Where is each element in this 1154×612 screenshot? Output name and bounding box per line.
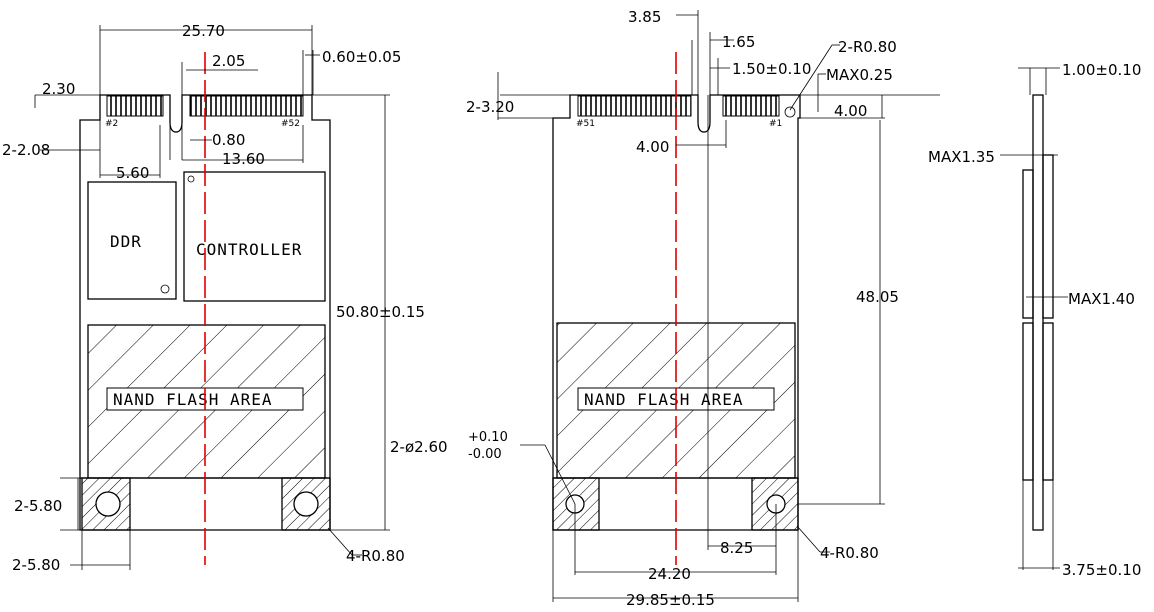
front-view: #2 #52 DDR CONTROLLER NAND FLASH AREA 25… [2,22,425,574]
dim-2-5-80-vert: 2-5.80 [14,497,62,515]
controller-marker [187,175,195,183]
dim-hole-tol-plus: +0.10 [468,430,508,445]
controller-label: CONTROLLER [196,240,302,259]
side-component-lower-r [1042,322,1054,481]
dim-2-05: 2.05 [212,52,245,70]
dim-2-3-20: 2-3.20 [466,98,514,116]
ddr-chip [87,181,177,300]
dim-max1-35: MAX1.35 [928,148,995,166]
front-pins-right [189,95,304,117]
dim-13-60: 13.60 [222,150,265,168]
back-view: #51 #1 NAND FLASH AREA 3.85 1.65 2-R0.80… [390,8,940,609]
back-pins-left [577,95,692,117]
dim-hole-tol-minus: -0.00 [468,447,502,462]
back-nand-label: NAND FLASH AREA [584,390,744,409]
dim-2-r0-80-top: 2-R0.80 [838,38,897,56]
dim-4-r0-80-front: 4-R0.80 [346,547,405,565]
dim-2-2-08: 2-2.08 [2,141,50,159]
dim-48-05: 48.05 [856,288,899,306]
back-pin-right-label: #1 [769,119,782,129]
back-pins-right [722,95,780,117]
dim-0-60: 0.60±0.05 [322,48,401,66]
dim-max0-25: MAX0.25 [826,66,893,84]
dim-25-70: 25.70 [182,22,225,40]
dim-hole-main: 2-ø2.60 [390,438,448,456]
ddr-label: DDR [110,232,142,251]
dim-3-85: 3.85 [628,8,661,26]
dim-3-75: 3.75±0.10 [1062,561,1141,579]
dim-0-80: 0.80 [212,131,245,149]
back-key-circle [784,106,796,118]
back-board-outline [552,94,801,531]
dim-2-5-80-horz: 2-5.80 [12,556,60,574]
side-component-lower [1022,322,1034,481]
dim-50-80: 50.80±0.15 [336,303,425,321]
dim-1-00: 1.00±0.10 [1062,61,1141,79]
front-nand-label: NAND FLASH AREA [113,390,273,409]
front-hole-left [95,491,121,517]
dim-8-25: 8.25 [720,539,753,557]
dim-2-30: 2.30 [42,80,75,98]
controller-chip [183,171,326,302]
side-view: 1.00±0.10 MAX1.35 MAX1.40 3.75±0.10 [928,61,1141,579]
back-pad-left [552,477,600,531]
dim-5-60: 5.60 [116,164,149,182]
back-pin-left-label: #51 [576,119,595,129]
ddr-marker [160,284,170,294]
front-hole-right [293,491,319,517]
dim-max1-40: MAX1.40 [1068,290,1135,308]
front-pins-left [106,95,164,117]
dim-1-65: 1.65 [722,33,755,51]
side-component-upper-r [1042,154,1054,319]
dim-24-20: 24.20 [648,565,691,583]
dim-29-85: 29.85±0.15 [626,591,715,609]
front-pin-left-label: #2 [105,119,118,129]
dim-1-50: 1.50±0.10 [732,60,811,78]
dim-4-r0-80-back: 4-R0.80 [820,544,879,562]
side-component-upper [1022,169,1034,319]
front-board-outline [79,94,331,531]
dim-4-00-right: 4.00 [834,102,867,120]
dim-4-00-mid: 4.00 [636,138,669,156]
front-pin-right-label: #52 [281,119,300,129]
side-main-body [1032,94,1044,531]
